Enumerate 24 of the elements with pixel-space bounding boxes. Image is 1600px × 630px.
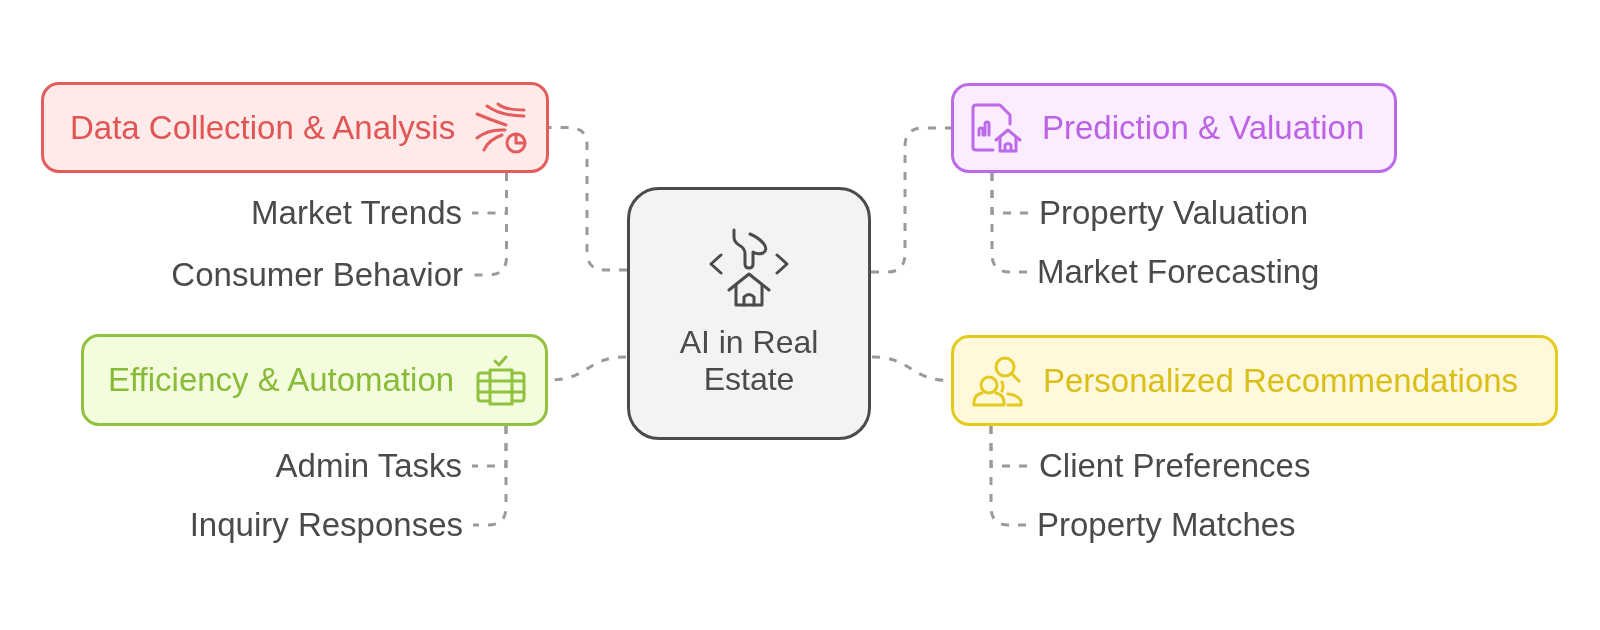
topic-label: Data Collection & Analysis	[70, 107, 456, 148]
dashed-connector	[473, 426, 508, 527]
central-topic-label: AI in Real Estate	[678, 324, 820, 398]
dashed-connector	[989, 426, 1027, 527]
topic-label: Prediction & Valuation	[1042, 108, 1365, 148]
subtopic-label: Inquiry Responses	[179, 505, 473, 545]
subtopic-label: Admin Tasks	[265, 446, 472, 486]
dashed-connector	[549, 126, 627, 272]
topic-label: Efficiency & Automation	[108, 360, 455, 400]
subtopic-label: Market Trends	[241, 193, 472, 233]
dashed-connector	[871, 126, 951, 274]
dashed-connector	[990, 173, 1027, 274]
subtopic-label: Property Valuation	[1029, 193, 1319, 233]
subtopic-label: Property Matches	[1027, 505, 1306, 545]
topic-box	[81, 334, 548, 426]
central-topic-box	[627, 187, 871, 440]
subtopic-label: Market Forecasting	[1027, 252, 1330, 292]
subtopic-label: Consumer Behavior	[161, 255, 473, 295]
topic-label: Personalized Recommendations	[1043, 360, 1519, 401]
topic-box	[41, 82, 549, 173]
subtopic-label: Client Preferences	[1029, 446, 1321, 486]
topic-box	[951, 83, 1397, 173]
topic-box	[951, 335, 1558, 426]
dashed-connector	[473, 173, 508, 277]
